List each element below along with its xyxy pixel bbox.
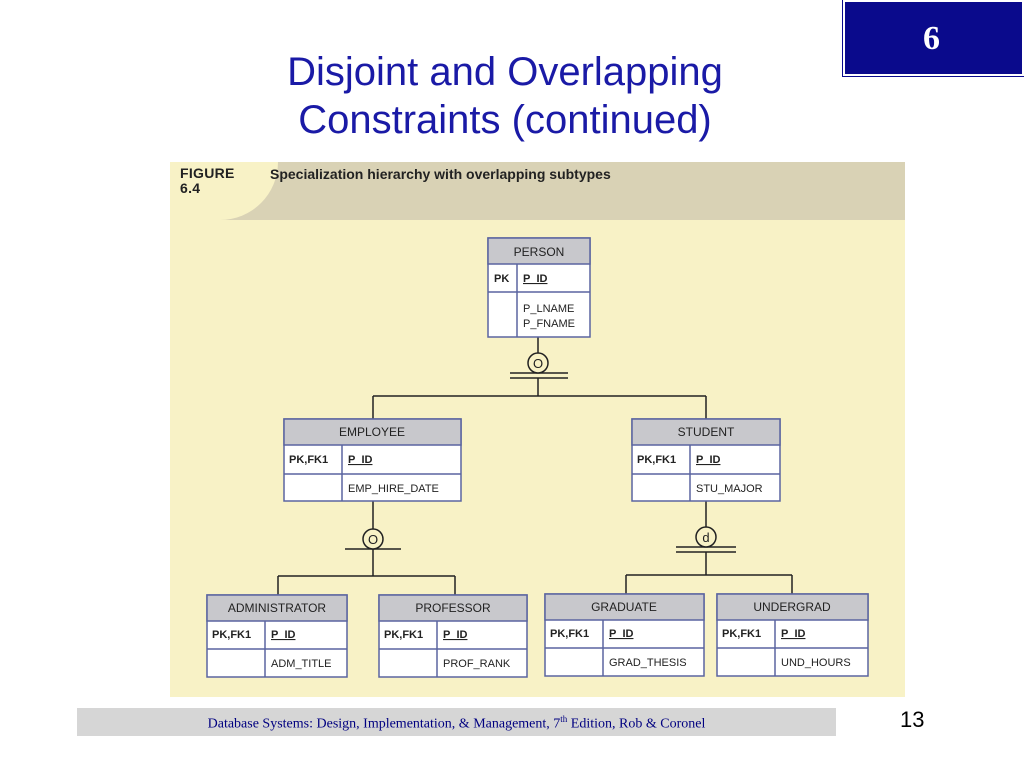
figure-label-word: FIGURE — [180, 165, 235, 181]
professor-key-attr: P_ID — [443, 629, 468, 641]
employee-overlap-symbol: O — [362, 528, 384, 550]
employee-key-attr: P_ID — [348, 454, 373, 466]
administrator-key-attr: P_ID — [271, 629, 296, 641]
undergrad-name: UNDERGRAD — [753, 600, 831, 614]
professor-attr-rank: PROF_RANK — [443, 658, 511, 670]
graduate-attr-thesis: GRAD_THESIS — [609, 657, 687, 669]
student-key-attr: P_ID — [696, 454, 721, 466]
undergrad-key-attr: P_ID — [781, 628, 806, 640]
graduate-key-label: PK,FK1 — [550, 628, 589, 640]
figure-label-number: 6.4 — [180, 180, 201, 196]
undergrad-key-label: PK,FK1 — [722, 628, 761, 640]
svg-text:O: O — [533, 356, 543, 371]
footer-text-tail: Edition, Rob & Coronel — [567, 716, 706, 732]
footer-citation: Database Systems: Design, Implementation… — [77, 714, 836, 733]
slide-title: Disjoint and Overlapping Constraints (co… — [200, 48, 810, 144]
entity-administrator: ADMINISTRATOR PK,FK1 P_ID ADM_TITLE — [206, 594, 348, 678]
student-key-label: PK,FK1 — [637, 454, 676, 466]
footer-text-main: Database Systems: Design, Implementation… — [207, 716, 561, 732]
figure-caption: Specialization hierarchy with overlappin… — [270, 166, 611, 182]
entity-graduate: GRADUATE PK,FK1 P_ID GRAD_THESIS — [544, 593, 705, 677]
administrator-attr-title: ADM_TITLE — [271, 658, 332, 670]
entity-person: PERSON PK P_ID P_LNAME P_FNAME — [487, 237, 591, 338]
professor-name: PROFESSOR — [415, 601, 491, 615]
student-name: STUDENT — [678, 425, 735, 439]
undergrad-attr-hours: UND_HOURS — [781, 657, 851, 669]
entity-student: STUDENT PK,FK1 P_ID STU_MAJOR — [631, 418, 781, 502]
figure-label: FIGURE 6.4 — [180, 166, 235, 196]
chapter-number: 6 — [923, 20, 940, 57]
person-attr-lname: P_LNAME — [523, 303, 574, 315]
chapter-badge: 6 — [842, 0, 1024, 77]
graduate-name: GRADUATE — [591, 600, 657, 614]
svg-text:O: O — [368, 532, 378, 547]
student-disjoint-symbol: d — [695, 526, 717, 548]
administrator-key-label: PK,FK1 — [212, 629, 251, 641]
person-key-attr: P_ID — [523, 273, 548, 285]
figure-header: FIGURE 6.4 Specialization hierarchy with… — [170, 162, 905, 220]
employee-attr-hire-date: EMP_HIRE_DATE — [348, 483, 439, 495]
employee-name: EMPLOYEE — [339, 425, 405, 439]
professor-key-label: PK,FK1 — [384, 629, 423, 641]
entity-undergrad: UNDERGRAD PK,FK1 P_ID UND_HOURS — [716, 593, 869, 677]
slide-title-line1: Disjoint and Overlapping — [287, 50, 723, 94]
student-attr-major: STU_MAJOR — [696, 483, 763, 495]
person-overlap-symbol: O — [527, 352, 549, 374]
employee-key-label: PK,FK1 — [289, 454, 328, 466]
person-attr-fname: P_FNAME — [523, 318, 575, 330]
svg-text:d: d — [702, 530, 709, 545]
person-name: PERSON — [514, 245, 565, 259]
administrator-name: ADMINISTRATOR — [228, 601, 327, 615]
person-key-label: PK — [494, 273, 509, 285]
page-number: 13 — [900, 707, 925, 732]
er-diagram: O O d PERSON PK P_ID P_LNAME P_FNAME — [206, 237, 869, 678]
entity-employee: EMPLOYEE PK,FK1 P_ID EMP_HIRE_DATE — [283, 418, 462, 502]
figure-6-4: FIGURE 6.4 Specialization hierarchy with… — [170, 162, 905, 697]
footer-superscript: th — [560, 714, 568, 724]
entity-professor: PROFESSOR PK,FK1 P_ID PROF_RANK — [378, 594, 528, 678]
footer-bar: Database Systems: Design, Implementation… — [77, 708, 836, 736]
slide-title-line2: Constraints (continued) — [298, 98, 712, 142]
graduate-key-attr: P_ID — [609, 628, 634, 640]
